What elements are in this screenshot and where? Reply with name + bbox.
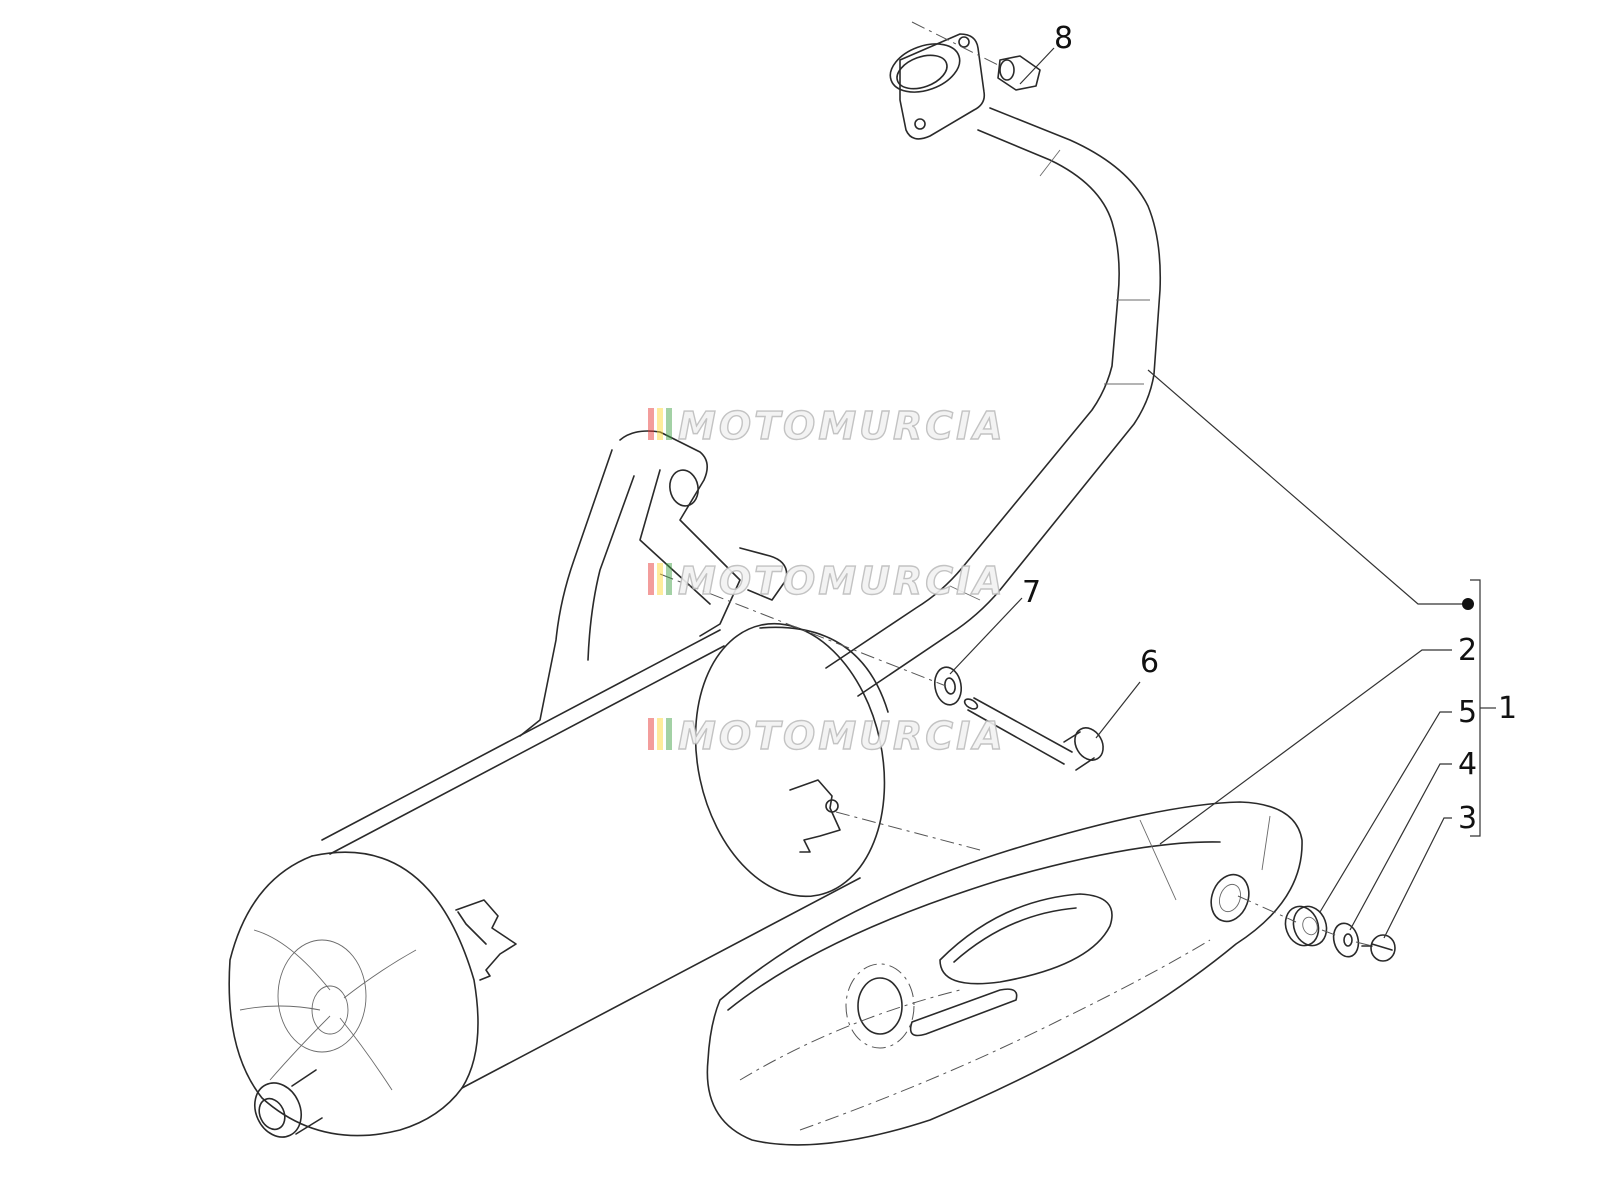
watermark-text: MOTOMURCIA: [678, 559, 1006, 603]
watermark-stripe: [666, 563, 672, 595]
callout-1: 1: [1498, 691, 1517, 726]
watermark-stripe: [657, 718, 663, 750]
assembly-axes: [659, 21, 1373, 947]
assembly-dot: [1462, 598, 1474, 610]
watermark-text: MOTOMURCIA: [678, 404, 1006, 448]
part-7-washer: [933, 666, 963, 706]
hardware-parts: [933, 666, 1396, 962]
mounting-bracket: [519, 430, 788, 737]
callout-7: 7: [1022, 575, 1041, 610]
exhaust-pipe: [825, 33, 1162, 697]
watermark-stripe: [657, 408, 663, 440]
callout-5: 5: [1458, 695, 1477, 730]
callout-3: 3: [1458, 801, 1477, 836]
heat-shield: [706, 801, 1303, 1146]
watermark-stripe: [657, 563, 663, 595]
callouts: 1 2 3 4 5 6 7 8: [1022, 21, 1517, 836]
watermark-stripe: [648, 408, 654, 440]
callout-4: 4: [1458, 747, 1477, 782]
muffler: [228, 622, 889, 1138]
callout-6: 6: [1140, 645, 1159, 680]
watermark-stripe: [648, 718, 654, 750]
part-3-screw: [1361, 934, 1396, 962]
watermarks: MOTOMURCIA MOTOMURCIA MOTOMURCIA: [648, 403, 1006, 759]
watermark-stripe: [666, 718, 672, 750]
callout-2: 2: [1458, 633, 1477, 668]
leader-lines: [949, 47, 1496, 939]
part-5-spacer: [1284, 905, 1328, 947]
part-4-washer: [1332, 922, 1360, 958]
watermark-text: MOTOMURCIA: [678, 714, 1006, 758]
watermark-stripe: [666, 408, 672, 440]
part-6-bolt: [963, 697, 1104, 771]
watermark-stripe: [648, 563, 654, 595]
callout-8: 8: [1054, 21, 1073, 56]
